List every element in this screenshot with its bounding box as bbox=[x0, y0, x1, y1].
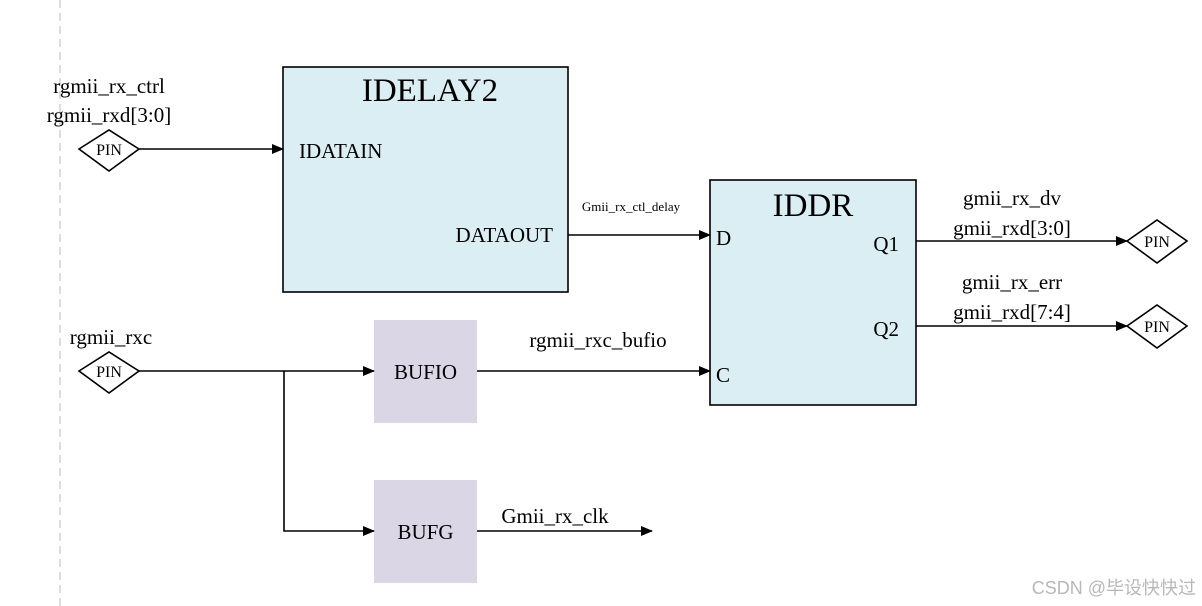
watermark: CSDN @毕设快快过 bbox=[1032, 578, 1196, 598]
pin-q2-out: PIN bbox=[1125, 304, 1189, 349]
bufio-block: BUFIO bbox=[374, 320, 477, 423]
iddr-port-q2: Q2 bbox=[873, 317, 899, 341]
pin-rx-ctrl: PIN bbox=[77, 129, 141, 172]
label-rgmii-rxc-bufio: rgmii_rxc_bufio bbox=[529, 328, 666, 352]
label-rgmii-rxd: rgmii_rxd[3:0] bbox=[47, 103, 171, 127]
iddr-port-d: D bbox=[716, 226, 731, 250]
iddr-port-c: C bbox=[716, 363, 730, 387]
pin-label: PIN bbox=[96, 142, 122, 159]
iddr-block: IDDR D C Q1 Q2 bbox=[709, 179, 917, 406]
label-rgmii-rx-ctrl: rgmii_rx_ctrl bbox=[53, 74, 165, 98]
bufio-title: BUFIO bbox=[394, 360, 457, 384]
wire-rxc-to-bufg bbox=[283, 371, 375, 536]
bufg-block: BUFG bbox=[374, 480, 477, 583]
label-gmii-rxd-hi: gmii_rxd[7:4] bbox=[953, 300, 1071, 324]
pin-rxc: PIN bbox=[77, 351, 141, 394]
label-rgmii-rxc: rgmii_rxc bbox=[70, 325, 152, 349]
label-gmii-rx-ctl-delay: Gmii_rx_ctl_delay bbox=[582, 199, 681, 214]
label-gmii-rx-err: gmii_rx_err bbox=[962, 270, 1062, 294]
pin-label: PIN bbox=[96, 364, 122, 381]
idelay2-title: IDELAY2 bbox=[362, 73, 498, 109]
pin-q1-out: PIN bbox=[1125, 219, 1189, 264]
bufg-title: BUFG bbox=[397, 520, 453, 544]
label-gmii-rxd-lo: gmii_rxd[3:0] bbox=[953, 216, 1071, 240]
iddr-port-q1: Q1 bbox=[873, 232, 899, 256]
pin-label: PIN bbox=[1144, 234, 1170, 251]
iddr-title: IDDR bbox=[773, 188, 854, 224]
label-gmii-rx-clk: Gmii_rx_clk bbox=[501, 504, 609, 528]
idelay2-block: IDELAY2 IDATAIN DATAOUT bbox=[282, 66, 569, 293]
idelay2-port-dataout: DATAOUT bbox=[456, 223, 554, 247]
pin-label: PIN bbox=[1144, 319, 1170, 336]
label-gmii-rx-dv: gmii_rx_dv bbox=[963, 186, 1061, 210]
idelay2-port-idatain: IDATAIN bbox=[299, 139, 382, 163]
